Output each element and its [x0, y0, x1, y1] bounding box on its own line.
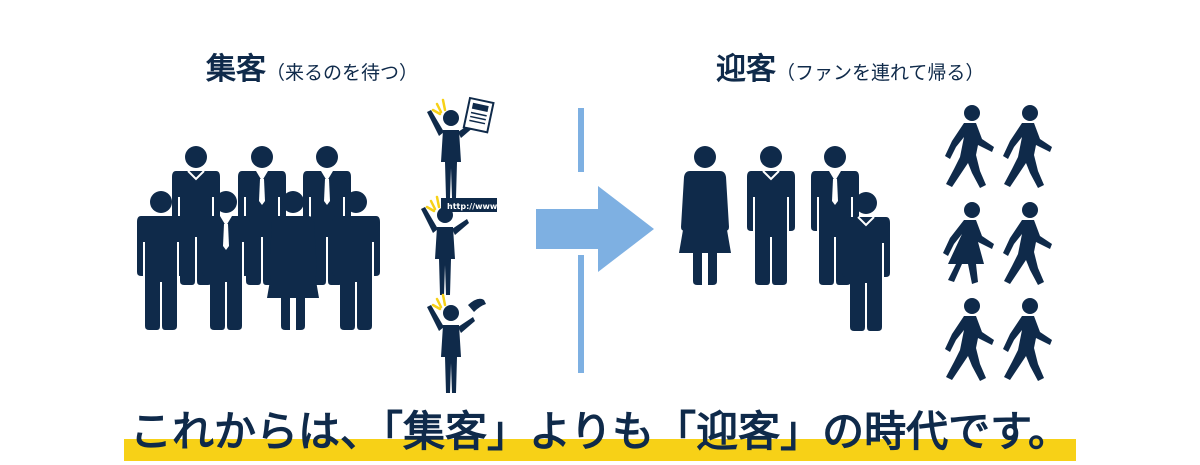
megaphone-person-icon — [425, 293, 486, 395]
tagline: これからは、「集客」よりも「迎客」の時代です。 — [124, 403, 1076, 461]
promoters: http://www.••• — [419, 96, 515, 395]
heading-left-title: 集客 — [206, 52, 266, 87]
heading-right: 迎客（ファンを連れて帰る） — [716, 44, 984, 88]
url-label: http://www.••• — [447, 202, 515, 211]
heading-right-title: 迎客 — [716, 52, 776, 87]
megaphone-person-icon: http://www.••• — [419, 195, 515, 297]
tagline-wrap: これからは、「集客」よりも「迎客」の時代です。 — [0, 403, 1200, 461]
group-right — [679, 146, 890, 331]
person-icon — [747, 146, 795, 285]
walking-pair-icon — [945, 298, 1052, 381]
crowd-left — [137, 146, 380, 330]
person-icon — [679, 146, 731, 285]
heading-right-subtitle: （ファンを連れて帰る） — [776, 62, 985, 84]
walkers — [943, 105, 1052, 381]
heading-left-subtitle: （来るのを待つ） — [266, 62, 419, 84]
walking-pair-icon — [945, 105, 1052, 188]
megaphone-person-icon — [425, 96, 495, 200]
walking-pair-icon — [943, 202, 1052, 285]
heading-left: 集客（来るのを待つ） — [206, 44, 418, 88]
arrow-right-icon — [536, 186, 654, 272]
